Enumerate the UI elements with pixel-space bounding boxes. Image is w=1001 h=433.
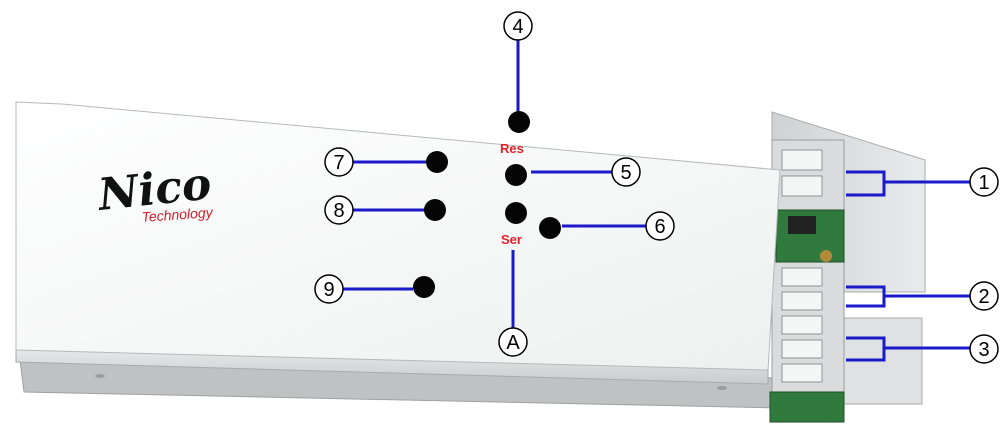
chip <box>788 216 816 234</box>
callout-1-label: 1 <box>978 172 989 194</box>
callout-5: 5 <box>611 157 641 187</box>
dot-9 <box>413 276 435 298</box>
callout-markers: 1 2 3 4 5 6 7 8 <box>314 11 999 364</box>
callout-7-label: 7 <box>333 152 344 174</box>
callout-2-label: 2 <box>978 286 989 308</box>
callout-5-label: 5 <box>620 162 631 184</box>
callout-2: 2 <box>969 281 999 311</box>
dot-ser <box>505 202 527 224</box>
callout-8-label: 8 <box>333 200 344 222</box>
mounting-hole <box>717 386 727 390</box>
callout-4-label: 4 <box>512 16 523 38</box>
dot-8 <box>424 199 446 221</box>
callout-6: 6 <box>645 211 675 241</box>
callout-1: 1 <box>969 167 999 197</box>
connector-ports <box>781 149 823 383</box>
callout-6-label: 6 <box>654 216 665 238</box>
callout-3-label: 3 <box>978 339 989 361</box>
serial-label: Ser <box>501 232 522 247</box>
callout-7: 7 <box>324 147 354 177</box>
logo-sub-text: Technology <box>141 204 214 225</box>
callout-9: 9 <box>314 274 344 304</box>
dot-6 <box>539 217 561 239</box>
logo-main-text: Nico <box>94 158 214 221</box>
callout-3: 3 <box>969 334 999 364</box>
callout-a: A <box>498 327 528 357</box>
callout-8: 8 <box>324 195 354 225</box>
reset-label: Res <box>500 141 524 156</box>
leader-lines <box>343 40 970 362</box>
callout-a-label: A <box>506 332 520 354</box>
box-top-face <box>15 101 781 371</box>
circuit-board-lower <box>769 391 845 423</box>
dot-7 <box>426 151 448 173</box>
dot-4 <box>508 111 530 133</box>
mounting-hole <box>95 374 105 378</box>
indicator-dots <box>413 111 561 298</box>
screw <box>820 250 832 262</box>
callout-9-label: 9 <box>323 279 334 301</box>
callout-4: 4 <box>503 11 533 41</box>
dot-5 <box>505 164 527 186</box>
